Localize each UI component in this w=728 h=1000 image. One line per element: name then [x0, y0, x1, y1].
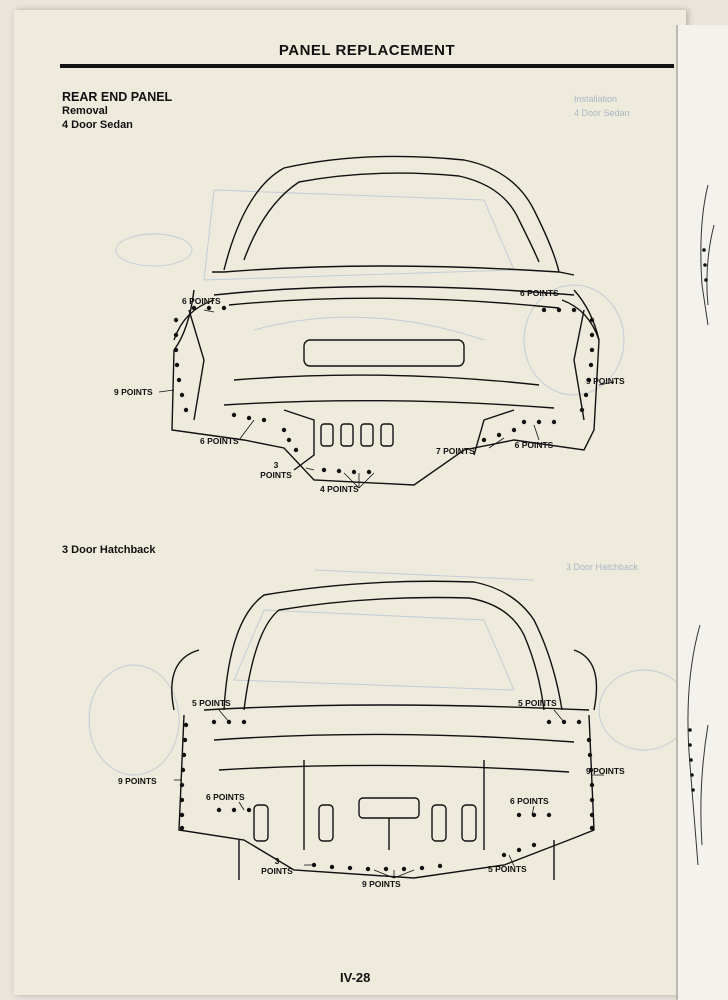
callout-leaders	[158, 305, 615, 879]
section-title: REAR END PANEL	[62, 90, 173, 104]
hatch-label-6-left: 6 POINTS	[206, 792, 245, 802]
sedan-label-4: 4 POINTS	[320, 484, 359, 494]
sedan-label-6-lower-right: 6 POINTS	[514, 440, 554, 450]
manual-page: Installation 4 Door Sedan 3 Door Hatchba…	[14, 10, 686, 995]
sedan-heading: 4 Door Sedan	[62, 119, 133, 131]
sedan-label-6-right: 6 POINTS	[520, 288, 559, 298]
hatch-label-5-right: 5 POINTS	[518, 698, 557, 708]
sedan-weld-points	[173, 305, 595, 475]
header-rule	[60, 64, 674, 68]
hatch-label-5-bottom: 5 POINTS	[488, 864, 527, 874]
hatch-label-3: 3 POINTS	[261, 856, 293, 876]
adjacent-page-drawing	[687, 184, 715, 866]
page-header-title: PANEL REPLACEMENT	[278, 42, 456, 59]
hatch-label-5-left: 5 POINTS	[192, 698, 231, 708]
bleed-text: 3 Door Hatchback	[566, 562, 639, 572]
sedan-label-7: 7 POINTS	[436, 446, 475, 456]
hatchback-heading: 3 Door Hatchback	[62, 544, 156, 556]
diagram-layer	[88, 155, 686, 880]
hatch-label-9-left: 9 POINTS	[118, 776, 157, 786]
sedan-label-9-left: 9 POINTS	[114, 387, 153, 397]
hatch-label-9-bottom: 9 POINTS	[362, 879, 401, 889]
hatchback-weld-points	[179, 719, 595, 872]
sedan-label-6-lower: 6 POINTS	[200, 436, 239, 446]
page-number: IV-28	[340, 970, 371, 985]
sedan-label-9-right: 9 POINTS	[586, 376, 625, 386]
bleed-text: 4 Door Sedan	[574, 108, 630, 118]
sedan-label-6-left: 6 POINTS	[182, 296, 221, 306]
bleed-text: Installation	[574, 94, 618, 104]
sedan-label-3: 3 POINTS	[260, 460, 292, 480]
removal-heading: Removal	[62, 105, 108, 117]
adjacent-page-edge	[676, 25, 728, 1000]
hatchback-rear-end-drawing	[171, 580, 598, 880]
hatch-label-6-right: 6 POINTS	[510, 796, 549, 806]
hatch-label-9-right: 9 POINTS	[586, 766, 625, 776]
